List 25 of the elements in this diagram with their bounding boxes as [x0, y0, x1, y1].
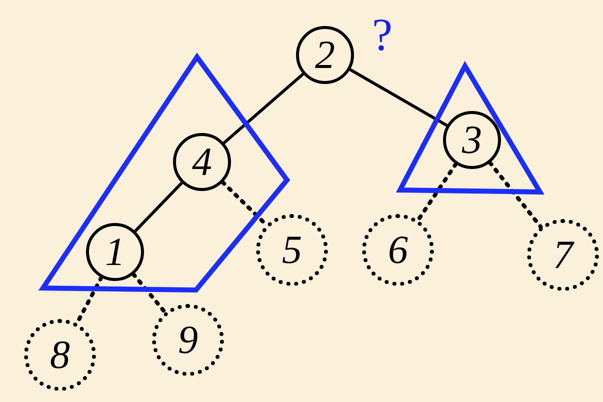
circle [443, 111, 501, 169]
dotted-line [416, 162, 458, 222]
node-number: 6 [388, 230, 408, 270]
node-number: 2 [315, 35, 335, 75]
question-mark: ? [372, 12, 392, 58]
dotted-circle [256, 214, 328, 286]
dotted-circle [24, 319, 96, 391]
dotted-line [488, 160, 543, 229]
node-number: 3 [462, 120, 482, 160]
node-number: 7 [553, 235, 573, 275]
circle [173, 133, 231, 191]
circle [296, 26, 354, 84]
node-number: 4 [192, 142, 212, 182]
node-number: 8 [50, 335, 70, 375]
line [349, 68, 448, 127]
dotted-circle [527, 219, 599, 291]
node-number: 9 [178, 320, 198, 360]
dotted-circle [152, 304, 224, 376]
dotted-circle [362, 214, 434, 286]
node-number: 5 [282, 230, 302, 270]
line [134, 182, 183, 232]
dotted-line [132, 272, 168, 314]
line [222, 72, 304, 144]
circle [86, 223, 144, 281]
node-number: 1 [105, 232, 125, 272]
